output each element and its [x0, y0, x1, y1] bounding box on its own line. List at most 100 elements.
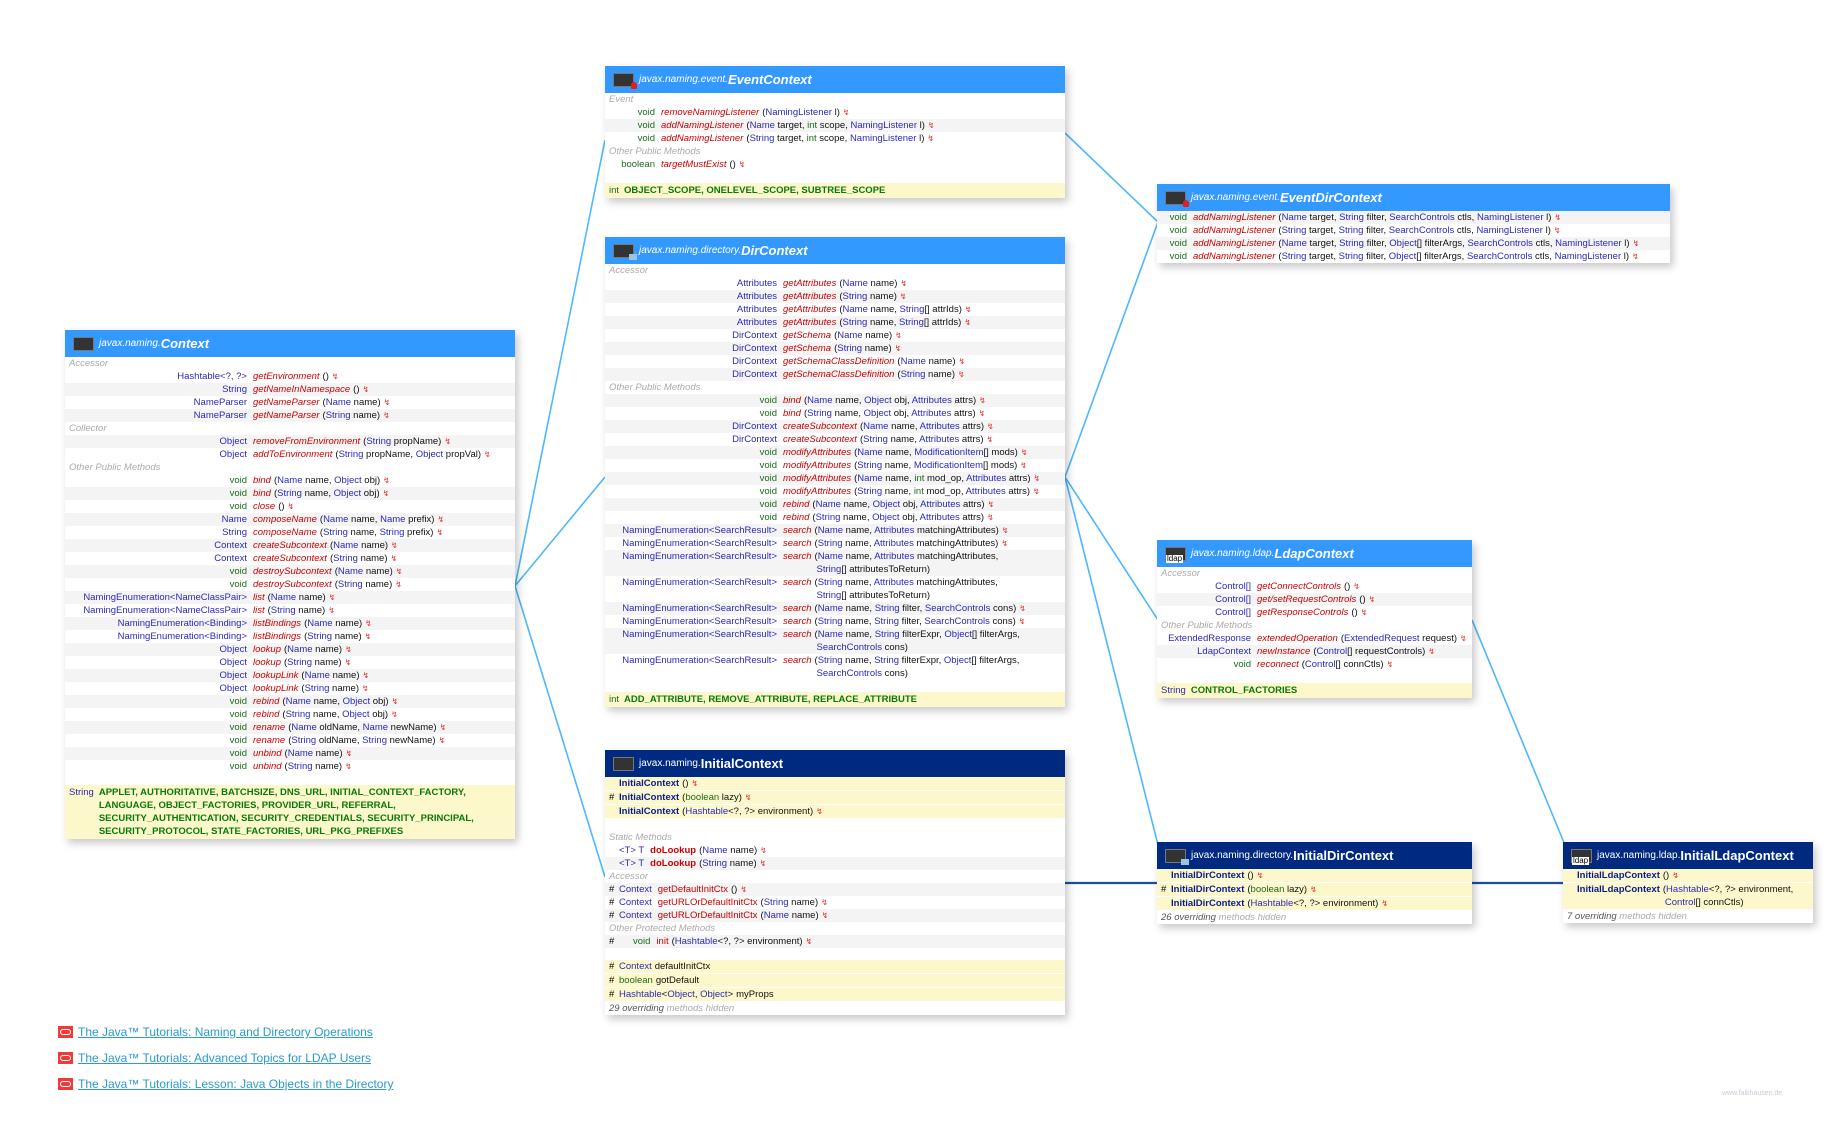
member-row[interactable]: NamingEnumeration<NameClassPair>list(Nam…: [65, 591, 515, 604]
member-row[interactable]: NamingEnumeration<SearchResult>search(St…: [605, 654, 1065, 680]
method-name[interactable]: getURLOrDefaultInitCtx: [657, 897, 758, 908]
method-name[interactable]: doLookup: [650, 858, 697, 869]
method-name[interactable]: createSubcontext: [253, 540, 327, 551]
member-row[interactable]: Hashtable<?, ?>getEnvironment()↯: [65, 370, 515, 383]
method-name[interactable]: bind: [253, 488, 271, 499]
method-name[interactable]: composeName: [253, 514, 317, 525]
member-row[interactable]: Control[]getResponseControls()↯: [1157, 606, 1472, 619]
method-name[interactable]: rename: [253, 722, 286, 733]
tutorial-link-item[interactable]: The Java™ Tutorials: Naming and Director…: [58, 1019, 393, 1045]
method-name[interactable]: InitialDirContext: [1171, 898, 1245, 909]
member-row[interactable]: NamingEnumeration<NameClassPair>list(Str…: [65, 604, 515, 617]
method-name[interactable]: lookupLink: [253, 670, 299, 681]
method-name[interactable]: destroySubcontext: [253, 579, 332, 590]
member-row[interactable]: NamingEnumeration<SearchResult>search(Na…: [605, 524, 1065, 537]
method-name[interactable]: unbind: [253, 748, 282, 759]
method-name[interactable]: bind: [783, 408, 801, 419]
class-name[interactable]: InitialLdapContext: [1680, 848, 1794, 863]
member-row[interactable]: NamingEnumeration<SearchResult>search(St…: [605, 615, 1065, 628]
method-name[interactable]: rename: [253, 735, 286, 746]
method-name[interactable]: getConnectControls: [1257, 581, 1341, 592]
method-name[interactable]: init: [656, 936, 669, 947]
method-name[interactable]: getSchema: [783, 343, 832, 354]
constructor-row[interactable]: #InitialDirContext(boolean lazy)↯: [1157, 883, 1472, 897]
method-name[interactable]: search: [783, 603, 812, 614]
constructor-row[interactable]: InitialContext()↯: [605, 777, 1065, 791]
method-name[interactable]: targetMustExist: [661, 159, 727, 170]
method-name[interactable]: getSchemaClassDefinition: [783, 356, 895, 367]
method-name[interactable]: rebind: [783, 512, 810, 523]
method-name[interactable]: modifyAttributes: [783, 447, 852, 458]
member-row[interactable]: Control[]getConnectControls()↯: [1157, 580, 1472, 593]
method-name[interactable]: getURLOrDefaultInitCtx: [657, 910, 758, 921]
method-name[interactable]: search: [783, 538, 812, 549]
constructor-row[interactable]: #InitialContext(boolean lazy)↯: [605, 791, 1065, 805]
method-name[interactable]: extendedOperation: [1257, 633, 1338, 644]
method-name[interactable]: InitialDirContext: [1171, 870, 1245, 881]
method-name[interactable]: addNamingListener: [1193, 251, 1276, 262]
method-name[interactable]: removeFromEnvironment: [253, 436, 361, 447]
constructor-row[interactable]: InitialLdapContext()↯: [1563, 869, 1813, 883]
method-name[interactable]: InitialContext: [619, 806, 680, 817]
method-name[interactable]: doLookup: [650, 845, 697, 856]
method-name[interactable]: addNamingListener: [1193, 225, 1276, 236]
class-header[interactable]: javax.naming.directory.InitialDirContext: [1157, 842, 1472, 869]
tutorial-link-naming[interactable]: The Java™ Tutorials: Naming and Director…: [78, 1025, 373, 1039]
member-row[interactable]: NamingEnumeration<SearchResult>search(Na…: [605, 550, 1065, 576]
method-name[interactable]: getAttributes: [783, 304, 837, 315]
method-name[interactable]: destroySubcontext: [253, 566, 332, 577]
method-name[interactable]: rebind: [253, 709, 280, 720]
method-name[interactable]: getNameParser: [253, 410, 320, 421]
method-name[interactable]: lookup: [253, 657, 281, 668]
method-name[interactable]: newInstance: [1257, 646, 1311, 657]
method-name[interactable]: createSubcontext: [783, 434, 857, 445]
method-name[interactable]: search: [783, 616, 812, 627]
method-name[interactable]: lookupLink: [253, 683, 299, 694]
member-row[interactable]: NamingEnumeration<Binding>listBindings(S…: [65, 630, 515, 643]
method-name[interactable]: get/setRequestControls: [1257, 594, 1357, 605]
class-header[interactable]: javax.naming.ldap.LdapContext: [1157, 540, 1472, 567]
method-name[interactable]: createSubcontext: [783, 421, 857, 432]
